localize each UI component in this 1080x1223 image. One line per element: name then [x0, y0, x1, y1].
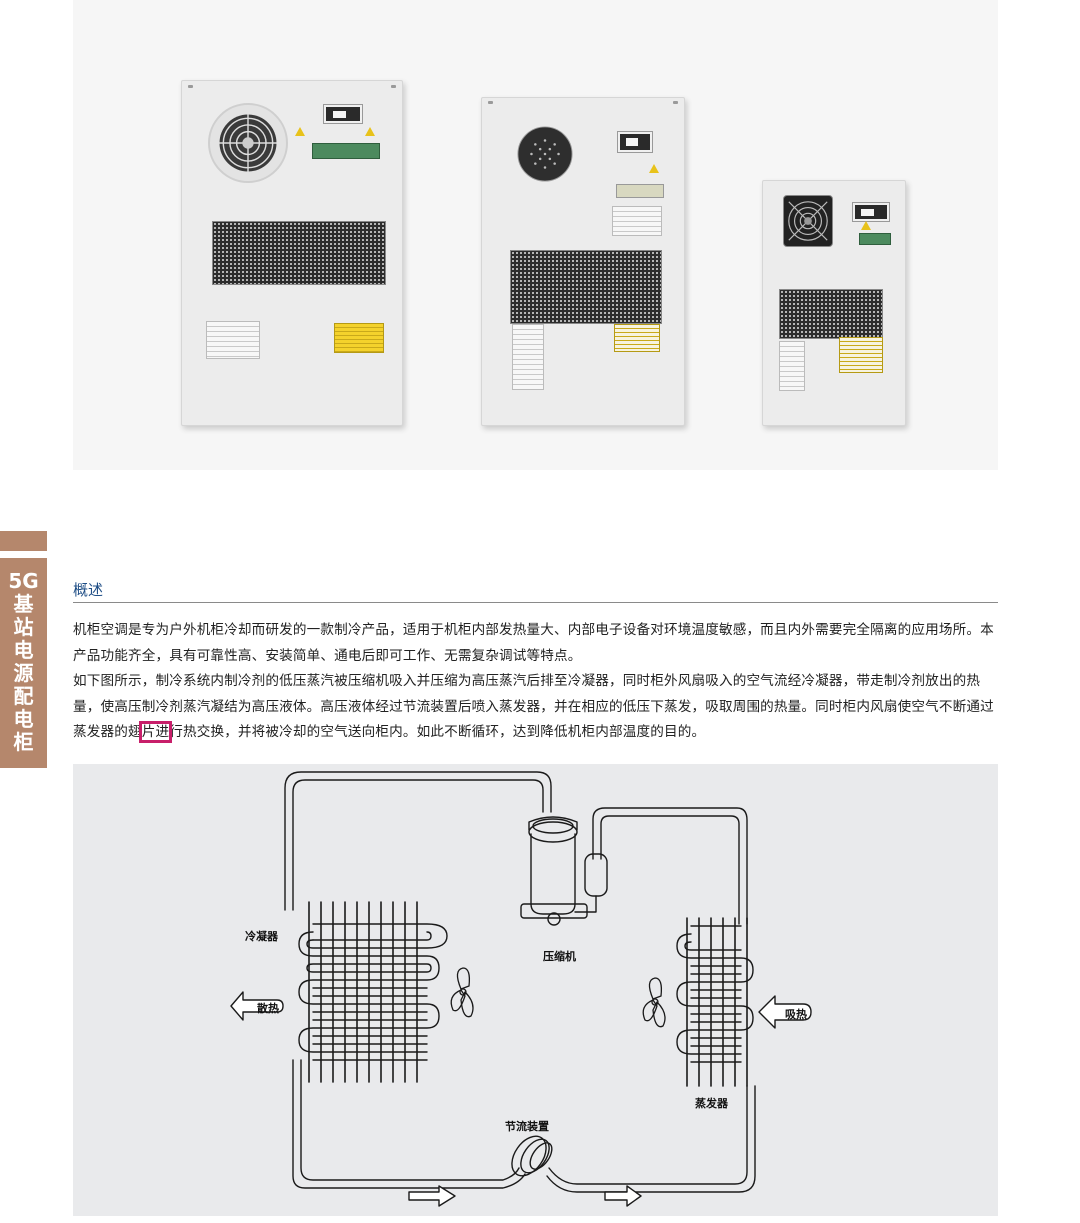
paragraph-2-text: 如下图所示，制冷系统内制冷剂的低压蒸汽被压缩机吸入并压缩为高压蒸汽后排至冷凝器，… — [73, 673, 994, 740]
section-divider — [73, 602, 998, 603]
paragraph-2: 如下图所示，制冷系统内制冷剂的低压蒸汽被压缩机吸入并压缩为高压蒸汽后排至冷凝器，… — [73, 669, 1003, 746]
screw — [391, 85, 396, 88]
pipe-discharge — [292, 779, 544, 911]
air-conditioner-unit-large — [181, 80, 403, 426]
evaporator-label: 蒸发器 — [695, 1097, 728, 1110]
flow-arrow-right — [604, 1185, 642, 1207]
side-tab-char: 电 — [13, 707, 34, 731]
product-photo-panel — [73, 0, 998, 470]
refrigeration-cycle-diagram: 冷凝器 散热 压缩机 吸热 蒸发器 节流装置 — [73, 764, 998, 1216]
side-tab-char: 电 — [13, 638, 34, 662]
screw — [673, 101, 678, 104]
warning-icon — [649, 164, 659, 173]
warning-label — [839, 337, 883, 373]
side-tab-accent — [0, 531, 47, 551]
compressor-body — [530, 833, 576, 915]
pipe-liquid — [292, 1059, 526, 1189]
screw — [188, 85, 193, 88]
terminal-block — [616, 184, 664, 198]
side-tab-char: 站 — [13, 615, 34, 639]
fan-icon — [208, 103, 288, 183]
terminal-block — [859, 233, 891, 245]
pipe-discharge-outer — [284, 771, 552, 911]
controller-display — [853, 203, 889, 221]
terminal-block — [312, 143, 380, 159]
paragraph-2-text-end: 行热交换，并将被冷却的空气送向柜内。如此不断循环，达到降低机柜内部温度的目的。 — [169, 724, 706, 740]
side-tab-char: 基 — [13, 592, 34, 616]
fan-icon — [783, 195, 833, 247]
vent-grille — [212, 221, 386, 285]
vent-grille — [510, 250, 662, 324]
throttle-coil — [511, 1135, 553, 1177]
air-conditioner-unit-small — [762, 180, 906, 426]
fan-icon — [516, 125, 574, 183]
vent-grille — [779, 289, 883, 339]
controller-display — [618, 132, 652, 152]
warning-icon — [365, 127, 375, 136]
compressor-label: 压缩机 — [543, 950, 576, 963]
side-tab-char: 柜 — [13, 730, 34, 754]
accumulator — [584, 853, 608, 897]
controller-display — [324, 105, 362, 123]
highlighted-text: 片进 — [138, 721, 173, 743]
flow-arrow-left — [408, 1185, 456, 1207]
warning-icon — [295, 127, 305, 136]
condenser-fan-icon — [450, 967, 474, 1018]
throttle-label: 节流装置 — [505, 1120, 549, 1133]
evaporator-fins — [686, 917, 748, 1087]
section-title: 概述 — [73, 581, 104, 599]
side-tab-char: 配 — [13, 684, 34, 708]
screw — [488, 101, 493, 104]
warning-label — [334, 323, 384, 353]
nameplate-label — [779, 341, 805, 391]
heat-release-arrow — [230, 991, 284, 1021]
heat-absorb-label: 吸热 — [785, 1008, 807, 1021]
cycle-diagram-svg — [230, 771, 812, 1207]
warning-icon — [861, 221, 871, 230]
info-label — [612, 206, 662, 236]
side-tab-char: 5G — [8, 569, 39, 593]
side-category-tab: 5G 基 站 电 源 配 电 柜 — [0, 558, 47, 768]
air-conditioner-unit-medium — [481, 97, 685, 426]
warning-label — [614, 324, 660, 352]
condenser-fins — [308, 901, 418, 1083]
nameplate-label — [512, 324, 544, 390]
condenser-label: 冷凝器 — [245, 930, 278, 943]
overview-text: 机柜空调是专为户外机柜冷却而研发的一款制冷产品，适用于机柜内部发热量大、内部电子… — [73, 618, 1003, 746]
side-tab-char: 源 — [13, 661, 34, 685]
paragraph-1: 机柜空调是专为户外机柜冷却而研发的一款制冷产品，适用于机柜内部发热量大、内部电子… — [73, 622, 994, 664]
heat-absorb-arrow — [758, 995, 812, 1029]
evaporator-fan-icon — [642, 977, 666, 1028]
heat-release-label: 散热 — [257, 1002, 279, 1015]
nameplate-label — [206, 321, 260, 359]
evaporator-coil — [676, 925, 754, 1063]
